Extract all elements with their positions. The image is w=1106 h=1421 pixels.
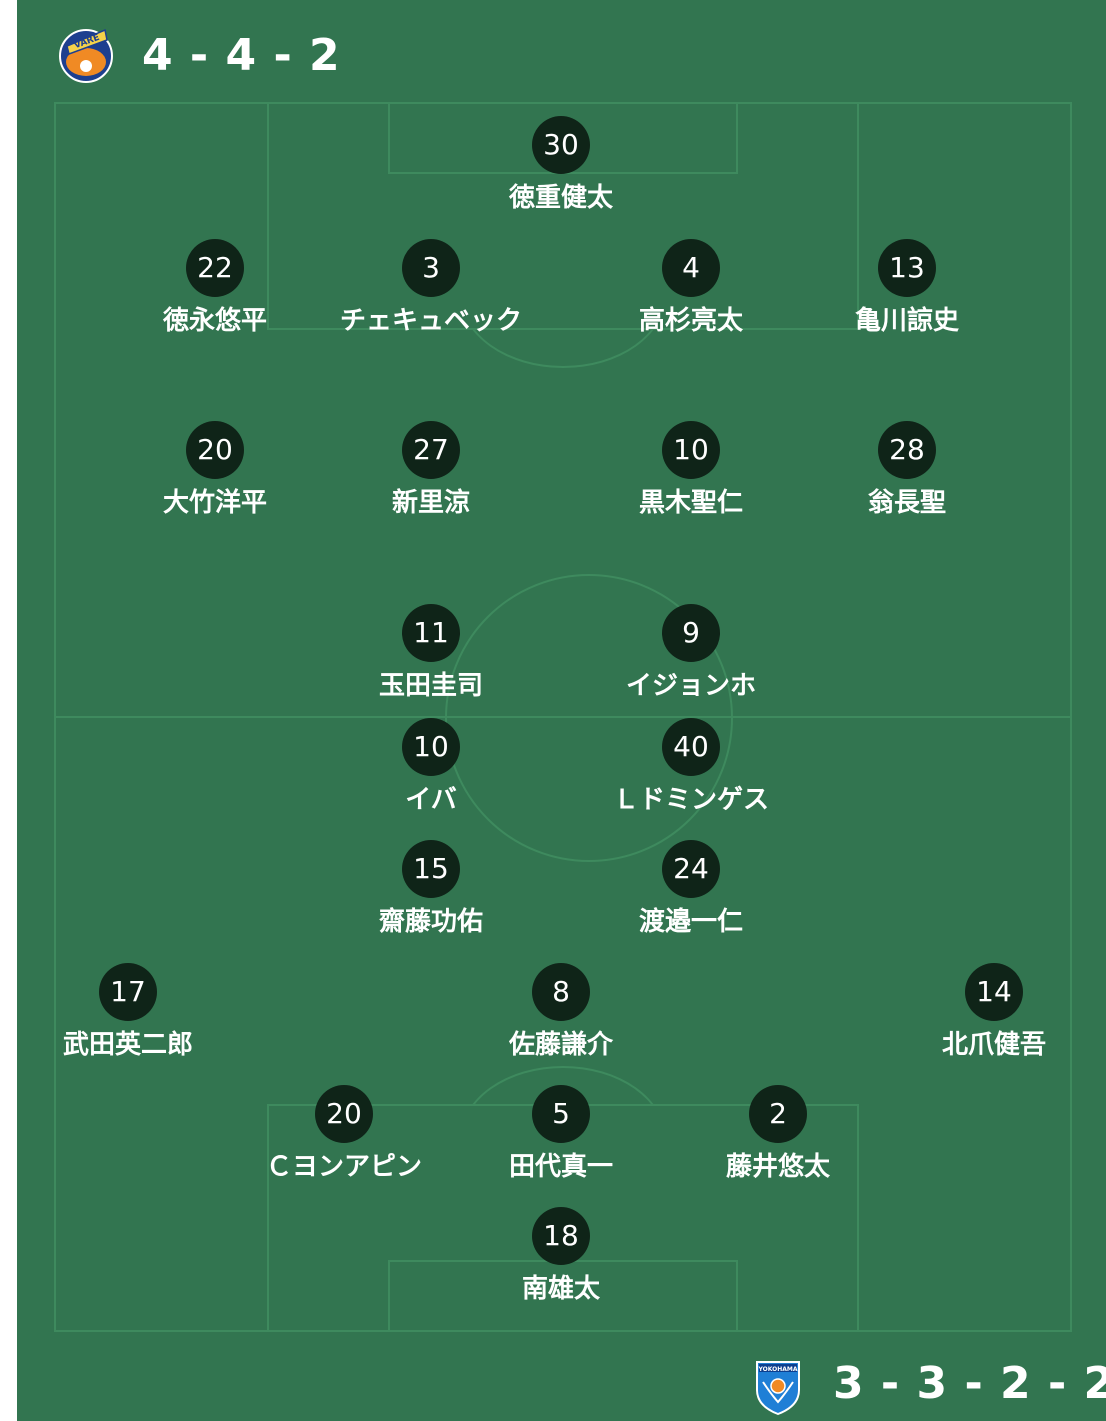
player-name: 田代真一 (508, 1152, 613, 1182)
player-name: 渡邉一仁 (638, 907, 743, 937)
away-player-mf[interactable]: 17 武田英二郎 (28, 963, 228, 1061)
player-number: 20 (186, 421, 244, 479)
player-name: 大竹洋平 (162, 488, 267, 518)
player-name: 高杉亮太 (638, 306, 743, 336)
player-number: 24 (662, 840, 720, 898)
player-name: 翁長聖 (867, 488, 946, 518)
away-player-df[interactable]: 5 田代真一 (461, 1085, 661, 1183)
away-player-fw[interactable]: 40 Ｌドミンゲス (591, 718, 791, 816)
player-number: 27 (402, 421, 460, 479)
player-number: 28 (878, 421, 936, 479)
player-name: 北爪健吾 (941, 1030, 1046, 1060)
player-name: 亀川諒史 (854, 306, 959, 336)
player-name: チェキュベック (339, 306, 522, 336)
away-player-mf[interactable]: 24 渡邉一仁 (591, 840, 791, 938)
player-name: 徳永悠平 (162, 306, 267, 336)
home-player-df[interactable]: 3 チェキュベック (331, 239, 531, 337)
player-number: 11 (402, 604, 460, 662)
player-name: 佐藤謙介 (508, 1030, 613, 1060)
player-number: 10 (662, 421, 720, 479)
home-player-df[interactable]: 4 高杉亮太 (591, 239, 791, 337)
away-player-df[interactable]: 2 藤井悠太 (678, 1085, 878, 1183)
center-circle (445, 574, 733, 862)
svg-text:YOKOHAMA: YOKOHAMA (758, 1366, 798, 1373)
player-name: Ｌドミンゲス (612, 785, 769, 815)
away-formation: 3 - 3 - 2 - 2 (833, 1358, 1106, 1409)
player-name: イジョンホ (625, 671, 756, 701)
player-number: 5 (532, 1085, 590, 1143)
player-number: 17 (99, 963, 157, 1021)
home-player-fw[interactable]: 9 イジョンホ (591, 604, 791, 702)
away-player-df[interactable]: 20 Ｃヨンアピン (244, 1085, 444, 1183)
player-name: 藤井悠太 (725, 1152, 830, 1182)
player-name: 齋藤功佑 (378, 907, 483, 937)
player-name: 黒木聖仁 (638, 488, 743, 518)
player-name: 南雄太 (521, 1274, 600, 1304)
player-number: 40 (662, 718, 720, 776)
player-number: 3 (402, 239, 460, 297)
yokohama-fc-crest-icon: YOKOHAMA (753, 1354, 803, 1416)
player-number: 14 (965, 963, 1023, 1021)
player-name: 徳重健太 (508, 183, 613, 213)
away-player-mf[interactable]: 8 佐藤謙介 (461, 963, 661, 1061)
player-number: 4 (662, 239, 720, 297)
home-player-df[interactable]: 13 亀川諒史 (807, 239, 1007, 337)
player-number: 13 (878, 239, 936, 297)
player-number: 15 (402, 840, 460, 898)
player-number: 20 (315, 1085, 373, 1143)
home-player-mf[interactable]: 27 新里涼 (331, 421, 531, 519)
away-player-fw[interactable]: 10 イバ (331, 718, 531, 816)
away-player-mf[interactable]: 15 齋藤功佑 (331, 840, 531, 938)
player-number: 2 (749, 1085, 807, 1143)
player-number: 8 (532, 963, 590, 1021)
away-player-gk[interactable]: 18 南雄太 (461, 1207, 661, 1305)
home-player-gk[interactable]: 30 徳重健太 (461, 116, 661, 214)
home-player-df[interactable]: 22 徳永悠平 (115, 239, 315, 337)
v-varen-crest-icon: VARE (57, 22, 115, 86)
home-player-mf[interactable]: 10 黒木聖仁 (591, 421, 791, 519)
player-name: 玉田圭司 (378, 671, 483, 701)
player-number: 10 (402, 718, 460, 776)
player-number: 9 (662, 604, 720, 662)
home-player-mf[interactable]: 28 翁長聖 (807, 421, 1007, 519)
player-name: イバ (405, 785, 457, 815)
player-name: 武田英二郎 (62, 1030, 193, 1060)
pitch: VARE 4 - 4 - 2 YOKOHAMA 3 - 3 - 2 - 2 30… (17, 0, 1106, 1421)
home-player-mf[interactable]: 20 大竹洋平 (115, 421, 315, 519)
player-number: 18 (532, 1207, 590, 1265)
player-name: Ｃヨンアピン (265, 1152, 422, 1182)
player-name: 新里涼 (391, 488, 470, 518)
home-player-fw[interactable]: 11 玉田圭司 (331, 604, 531, 702)
player-number: 22 (186, 239, 244, 297)
player-number: 30 (532, 116, 590, 174)
away-player-mf[interactable]: 14 北爪健吾 (894, 963, 1094, 1061)
home-formation: 4 - 4 - 2 (142, 30, 341, 81)
